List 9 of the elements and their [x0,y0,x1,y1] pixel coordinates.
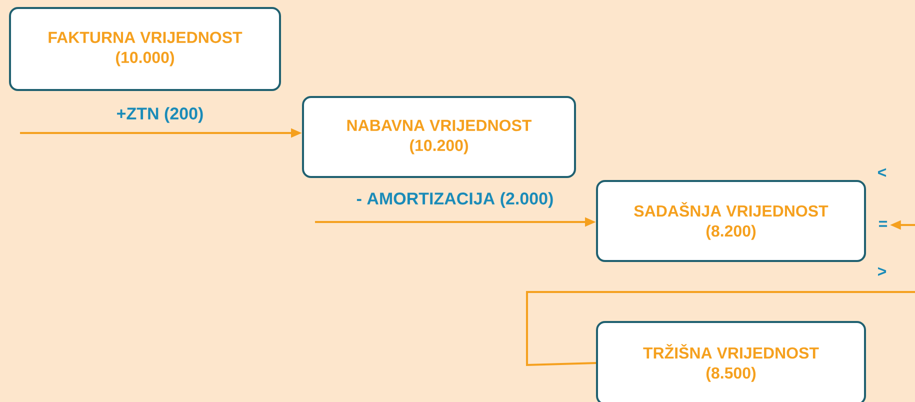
edge-label: +ZTN (200) [115,106,205,124]
comparison-sign: = [879,220,888,227]
edge-label: - AMORTIZACIJA (2.000) [355,191,555,209]
value-box: FAKTURNA VRIJEDNOST (10.000) [9,7,281,91]
value-box: TRŽIŠNA VRIJEDNOST (8.500) [596,321,866,402]
comparison-sign: < [878,168,886,177]
comparison-sign: > [878,267,886,276]
value-box: SADAŠNJA VRIJEDNOST (8.200) [596,180,866,262]
value-box: NABAVNA VRIJEDNOST (10.200) [302,96,576,178]
